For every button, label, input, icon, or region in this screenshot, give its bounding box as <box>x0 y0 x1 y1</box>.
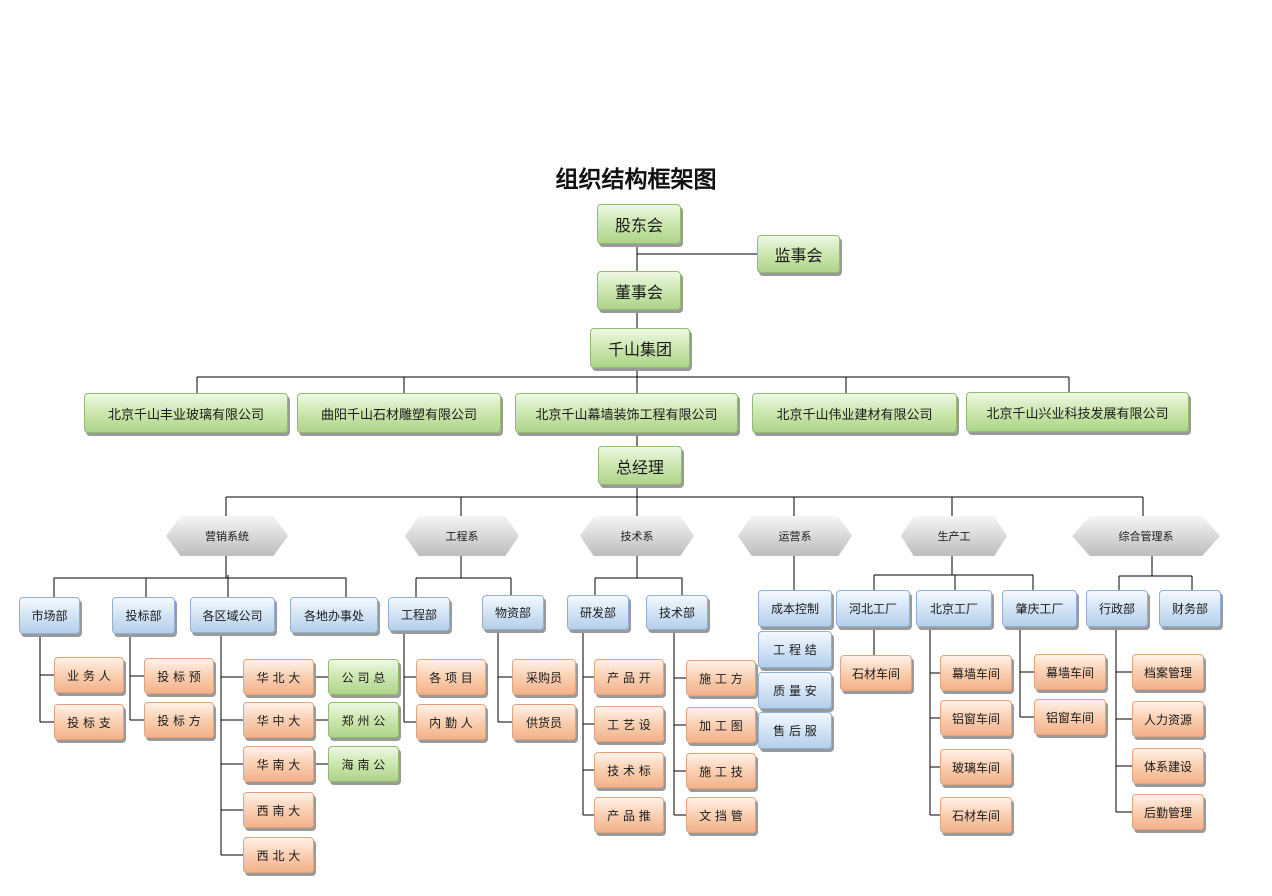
node-system-engineering[interactable]: 工程系 <box>405 516 519 556</box>
node-leaf[interactable]: 华 北 大 <box>243 659 314 695</box>
node-leaf-company[interactable]: 海 南 公 <box>328 746 399 782</box>
node-leaf[interactable]: 文 挡 管 <box>686 797 756 833</box>
node-leaf[interactable]: 玻璃车间 <box>940 749 1012 785</box>
node-leaf[interactable]: 产 品 开 <box>594 659 664 695</box>
node-group[interactable]: 千山集团 <box>590 328 690 368</box>
node-dept-regional[interactable]: 各区域公司 <box>190 597 275 633</box>
node-leaf[interactable]: 西 南 大 <box>243 792 314 828</box>
node-dept-materials[interactable]: 物资部 <box>482 595 544 630</box>
node-system-marketing[interactable]: 营销系统 <box>166 516 288 556</box>
node-company-3[interactable]: 北京千山幕墙装饰工程有限公司 <box>515 393 738 433</box>
node-dept-after-sales[interactable]: 售 后 服 <box>758 712 832 749</box>
node-leaf[interactable]: 人力资源 <box>1132 701 1204 737</box>
node-dept-beijing-factory[interactable]: 北京工厂 <box>916 590 992 627</box>
node-leaf[interactable]: 技 术 标 <box>594 752 664 788</box>
node-leaf[interactable]: 产 品 推 <box>594 797 664 833</box>
node-leaf[interactable]: 石材车间 <box>940 797 1012 833</box>
node-leaf[interactable]: 铝窗车间 <box>1034 699 1106 735</box>
node-leaf[interactable]: 投 标 预 <box>144 658 214 694</box>
node-leaf[interactable]: 幕墙车间 <box>1034 654 1106 690</box>
node-dept-finance[interactable]: 财务部 <box>1159 590 1221 627</box>
node-dept-rnd[interactable]: 研发部 <box>567 595 629 630</box>
node-leaf[interactable]: 采购员 <box>512 659 576 695</box>
node-general-manager[interactable]: 总经理 <box>598 446 682 485</box>
node-leaf[interactable]: 加 工 图 <box>686 707 756 743</box>
node-leaf[interactable]: 施 工 方 <box>686 660 756 696</box>
node-company-1[interactable]: 北京千山丰业玻璃有限公司 <box>84 393 288 433</box>
node-leaf[interactable]: 投 标 方 <box>144 702 214 738</box>
node-leaf[interactable]: 石材车间 <box>840 655 912 691</box>
node-leaf-company[interactable]: 公 司 总 <box>328 659 399 695</box>
node-leaf[interactable]: 体系建设 <box>1132 748 1204 784</box>
node-supervisors[interactable]: 监事会 <box>757 235 840 273</box>
node-company-5[interactable]: 北京千山兴业科技发展有限公司 <box>966 392 1189 432</box>
chart-title: 组织结构框架图 <box>555 167 717 193</box>
node-dept-tech[interactable]: 技术部 <box>646 595 708 630</box>
node-dept-zhaoqing-factory[interactable]: 肇庆工厂 <box>1002 590 1077 627</box>
node-leaf[interactable]: 各 项 目 <box>416 659 486 695</box>
node-dept-quality[interactable]: 质 量 安 <box>758 672 832 709</box>
node-leaf[interactable]: 西 北 大 <box>243 837 314 873</box>
node-system-admin[interactable]: 综合管理系 <box>1072 516 1220 556</box>
node-dept-settlement[interactable]: 工 程 结 <box>758 631 832 668</box>
node-system-technology[interactable]: 技术系 <box>580 516 694 556</box>
node-leaf[interactable]: 档案管理 <box>1132 654 1204 690</box>
node-system-operations[interactable]: 运营系 <box>738 516 852 556</box>
node-leaf[interactable]: 幕墙车间 <box>940 655 1012 691</box>
node-dept-market[interactable]: 市场部 <box>19 597 80 634</box>
node-dept-admin[interactable]: 行政部 <box>1086 590 1148 627</box>
node-dept-offices[interactable]: 各地办事处 <box>290 597 378 633</box>
node-leaf[interactable]: 后勤管理 <box>1132 794 1204 830</box>
node-leaf[interactable]: 施 工 技 <box>686 753 756 789</box>
node-shareholders[interactable]: 股东会 <box>597 204 681 244</box>
node-leaf[interactable]: 工 艺 设 <box>594 706 664 742</box>
node-dept-engineering[interactable]: 工程部 <box>388 597 450 631</box>
node-leaf[interactable]: 业 务 人 <box>54 657 124 693</box>
node-leaf[interactable]: 华 中 大 <box>243 702 314 738</box>
node-leaf[interactable]: 内 勤 人 <box>416 704 486 740</box>
node-leaf[interactable]: 供货员 <box>512 704 576 740</box>
node-leaf[interactable]: 华 南 大 <box>243 746 314 782</box>
node-leaf[interactable]: 投 标 支 <box>54 704 124 740</box>
node-system-production[interactable]: 生产工 <box>901 516 1007 556</box>
node-company-4[interactable]: 北京千山伟业建材有限公司 <box>752 393 957 433</box>
node-board[interactable]: 董事会 <box>597 271 681 310</box>
node-dept-hebei-factory[interactable]: 河北工厂 <box>836 590 910 627</box>
node-leaf[interactable]: 铝窗车间 <box>940 700 1012 736</box>
node-dept-bidding[interactable]: 投标部 <box>112 597 175 634</box>
node-company-2[interactable]: 曲阳千山石材雕塑有限公司 <box>297 393 501 433</box>
node-leaf-company[interactable]: 郑 州 公 <box>328 702 399 738</box>
node-dept-cost-control[interactable]: 成本控制 <box>758 590 832 627</box>
